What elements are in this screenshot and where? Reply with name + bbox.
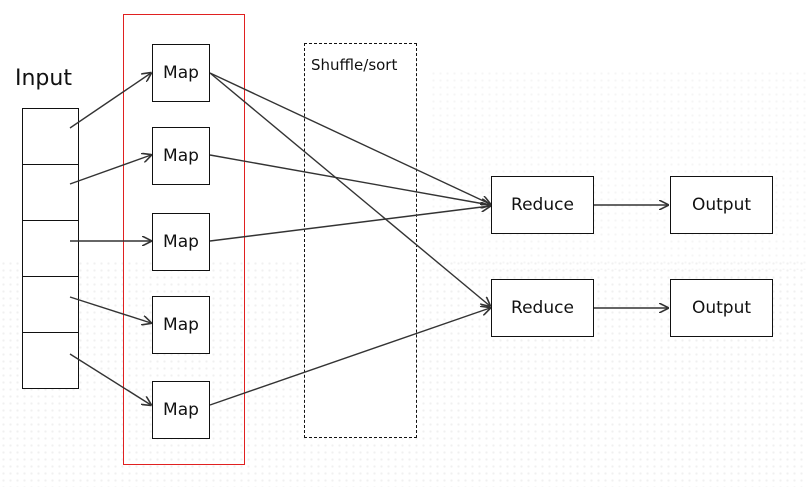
reduce-node-1: Reduce bbox=[491, 176, 594, 234]
arrow-map5-reduce2 bbox=[209, 308, 490, 406]
shuffle-sort-region bbox=[304, 43, 417, 438]
map-group-highlight bbox=[123, 14, 245, 465]
arrow-input2-map2 bbox=[69, 155, 151, 185]
input-label: Input bbox=[15, 66, 72, 91]
shuffle-sort-label: Shuffle/sort bbox=[311, 56, 398, 74]
input-split-5 bbox=[22, 332, 79, 389]
output-node-1: Output bbox=[670, 176, 773, 234]
background-dot-pattern-top bbox=[430, 70, 806, 270]
arrow-map1-reduce2 bbox=[209, 72, 490, 306]
arrow-map1-reduce1 bbox=[209, 72, 490, 204]
output-node-2: Output bbox=[670, 279, 773, 337]
arrow-input4-map4 bbox=[69, 296, 151, 323]
map-node-5: Map bbox=[152, 381, 210, 439]
reduce-node-2: Reduce bbox=[491, 279, 594, 337]
arrow-input5-map5 bbox=[69, 353, 151, 405]
map-node-2: Map bbox=[152, 127, 210, 185]
map-node-3: Map bbox=[152, 213, 210, 271]
map-node-4: Map bbox=[152, 296, 210, 354]
map-node-1: Map bbox=[152, 44, 210, 102]
arrow-map3-reduce1 bbox=[209, 206, 490, 242]
arrow-map2-reduce1 bbox=[209, 154, 490, 205]
arrow-input1-map1 bbox=[69, 73, 151, 129]
input-split-4 bbox=[22, 276, 79, 333]
